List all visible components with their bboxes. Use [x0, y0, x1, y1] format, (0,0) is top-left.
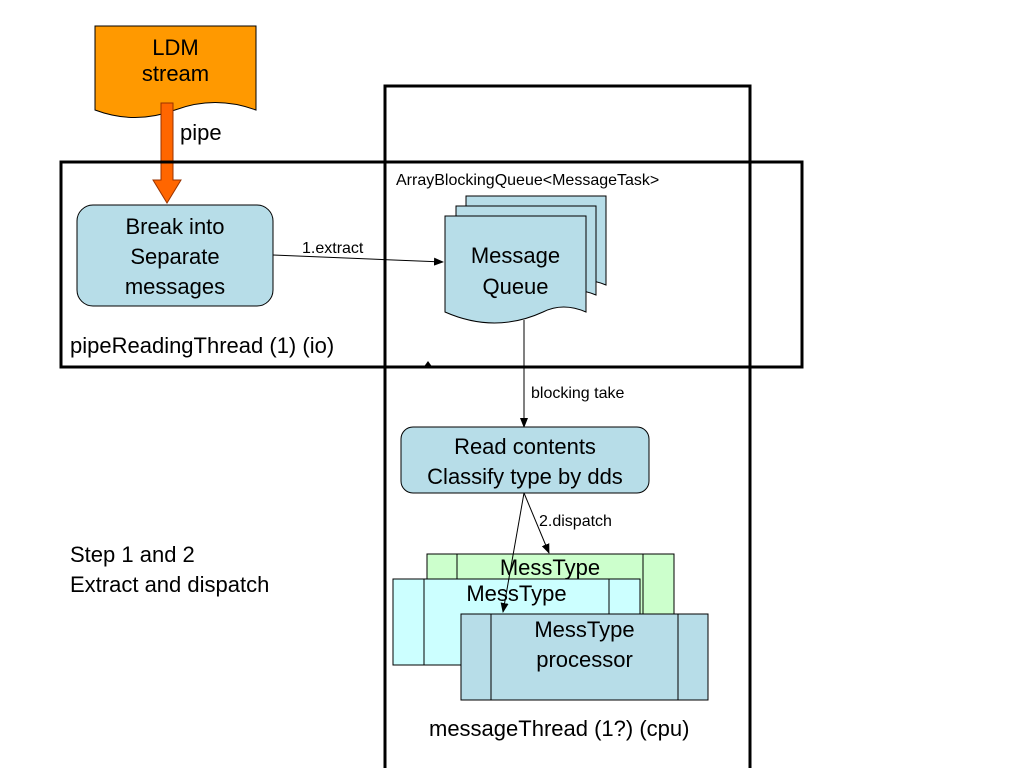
- message-thread-label: messageThread (1?) (cpu): [429, 716, 690, 741]
- blocking-take-label: blocking take: [531, 385, 625, 402]
- processor-mid-label: MessType: [466, 581, 567, 606]
- read-box-shape: [400, 426, 650, 494]
- processor-back-label: MessType: [499, 555, 601, 580]
- frame-notch: [423, 361, 433, 368]
- ldm-stream-label: LDM stream: [141, 35, 210, 87]
- read-box-text: Read contents Classify type by dds: [427, 434, 623, 489]
- dispatch-label: 2.dispatch: [539, 513, 612, 530]
- dispatch-arrow-2: [500, 492, 525, 613]
- processor-front-text: MessType processor: [534, 617, 635, 672]
- queue-type-label: ArrayBlockingQueue<MessageTask>: [396, 172, 660, 189]
- extract-label: 1.extract: [302, 240, 364, 257]
- queue-doc-front: [444, 215, 587, 324]
- message-thread-frame: [383, 84, 752, 768]
- pipe-arrow: [152, 102, 182, 204]
- ldm-stream-shape: [94, 25, 257, 118]
- extract-arrow: [272, 254, 444, 266]
- break-box-text: Break into Separate messages: [124, 214, 226, 299]
- pipe-label: pipe: [180, 120, 222, 145]
- step-note: Step 1 and 2 Extract and dispatch: [70, 542, 270, 597]
- message-queue-text: Message Queue: [470, 243, 561, 299]
- dispatch-arrow-1: [523, 492, 550, 554]
- pipe-thread-label: pipeReadingThread (1) (io): [70, 333, 335, 358]
- processor-front-shape: [460, 613, 709, 701]
